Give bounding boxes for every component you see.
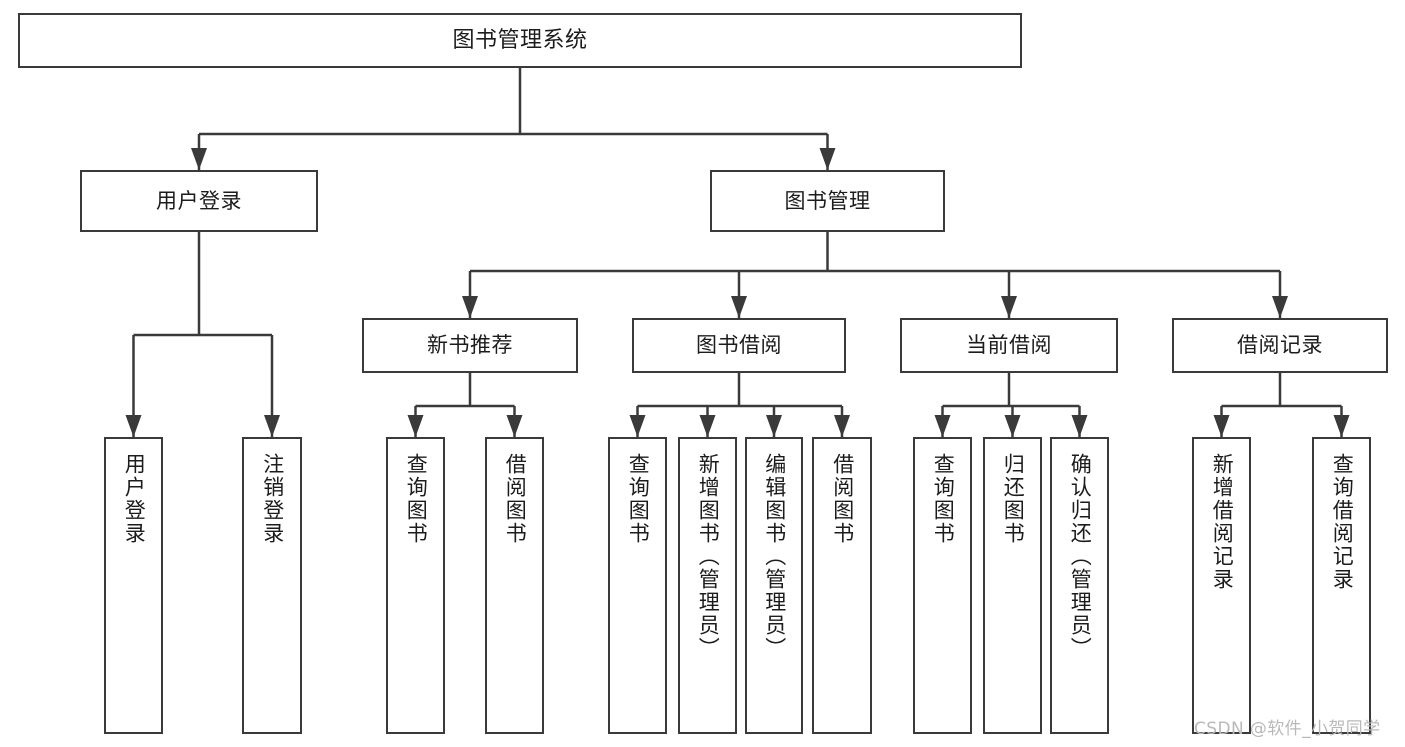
node-leaf-add-book[interactable]: 新增图书（管理员）: [678, 437, 737, 734]
node-leaf-borrow-2[interactable]: 借阅图书: [812, 437, 872, 734]
node-label: 归还图书: [1001, 453, 1026, 545]
node-label: 新书推荐: [427, 333, 513, 358]
arrowhead-icon: [1004, 415, 1021, 437]
arrowhead-icon: [731, 296, 747, 318]
node-label: 确认归还（管理员）: [1068, 453, 1093, 660]
node-leaf-borrow-1[interactable]: 借阅图书: [485, 437, 544, 734]
node-leaf-query-1[interactable]: 查询图书: [386, 437, 445, 734]
node-label: 新增借阅记录: [1210, 453, 1235, 591]
node-user-login[interactable]: 用户登录: [80, 170, 318, 232]
arrowhead-icon: [834, 415, 850, 437]
node-label: 查询图书: [626, 453, 651, 545]
node-label: 图书管理系统: [452, 27, 588, 53]
node-leaf-query-2[interactable]: 查询图书: [608, 437, 667, 734]
node-leaf-confirm[interactable]: 确认归还（管理员）: [1050, 437, 1109, 734]
node-label: 借阅图书: [503, 453, 528, 545]
arrowhead-icon: [766, 415, 782, 437]
node-label: 新增图书（管理员）: [696, 453, 721, 660]
arrowhead-icon: [264, 415, 280, 437]
arrowhead-icon: [407, 415, 424, 437]
node-label: 借阅记录: [1237, 333, 1323, 358]
arrowhead-icon: [1001, 296, 1017, 318]
node-new-book-rec[interactable]: 新书推荐: [362, 318, 578, 373]
node-label: 查询借阅记录: [1330, 453, 1355, 591]
node-label: 注销登录: [260, 453, 285, 545]
csdn-watermark: CSDN @软件_小贺同学: [1194, 719, 1381, 739]
node-leaf-user-login[interactable]: 用户登录: [104, 437, 163, 734]
arrowhead-icon: [1213, 415, 1230, 437]
node-book-borrow[interactable]: 图书借阅: [632, 318, 846, 373]
node-label: 查询图书: [404, 453, 429, 545]
arrowhead-icon: [462, 296, 478, 318]
node-label: 编辑图书（管理员）: [762, 453, 787, 660]
node-label: 用户登录: [156, 188, 242, 213]
node-root[interactable]: 图书管理系统: [18, 13, 1022, 68]
arrowhead-icon: [934, 415, 951, 437]
node-label: 图书管理: [784, 188, 871, 213]
node-leaf-edit-book[interactable]: 编辑图书（管理员）: [745, 437, 803, 734]
node-leaf-query-3[interactable]: 查询图书: [913, 437, 972, 734]
node-leaf-logout[interactable]: 注销登录: [242, 437, 302, 734]
node-label: 当前借阅: [966, 333, 1052, 358]
node-current-borrow[interactable]: 当前借阅: [900, 318, 1118, 373]
arrowhead-icon: [1272, 296, 1288, 318]
node-leaf-query-rec[interactable]: 查询借阅记录: [1312, 437, 1371, 734]
arrowhead-icon: [629, 415, 646, 437]
arrowhead-icon: [1333, 415, 1350, 437]
arrowhead-icon: [819, 148, 836, 170]
arrowhead-icon: [1071, 415, 1088, 437]
node-leaf-add-rec[interactable]: 新增借阅记录: [1192, 437, 1251, 734]
arrowhead-icon: [699, 415, 716, 437]
node-label: 查询图书: [931, 453, 956, 545]
node-borrow-record[interactable]: 借阅记录: [1172, 318, 1388, 373]
arrowhead-icon: [125, 415, 142, 437]
node-book-manage[interactable]: 图书管理: [710, 170, 945, 232]
node-leaf-return[interactable]: 归还图书: [983, 437, 1042, 734]
arrowhead-icon: [506, 415, 523, 437]
node-label: 图书借阅: [696, 333, 782, 358]
node-label: 借阅图书: [830, 453, 855, 545]
arrowhead-icon: [191, 148, 207, 170]
node-label: 用户登录: [122, 453, 147, 545]
